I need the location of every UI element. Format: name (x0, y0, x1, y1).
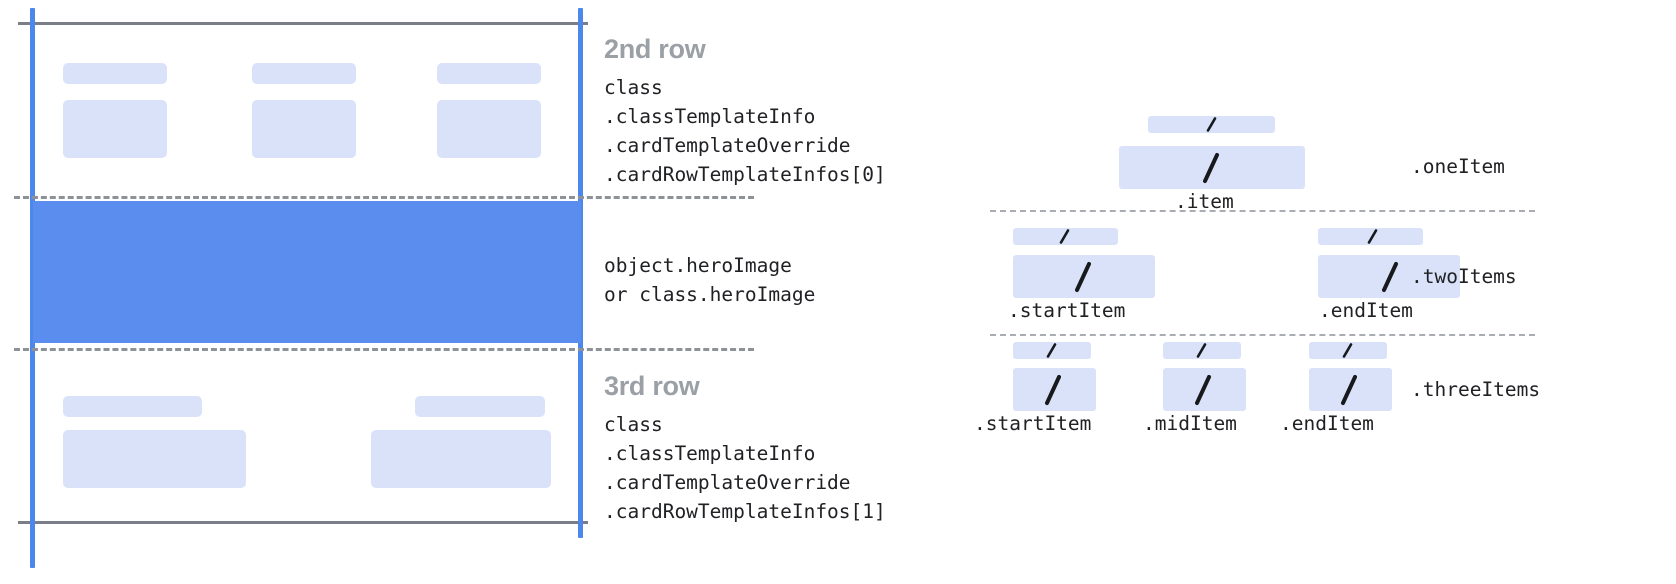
three-items-mid-label: .midItem (1143, 412, 1237, 435)
slash-mark-icon (1013, 342, 1091, 359)
second-row-heading: 2nd row (604, 34, 706, 64)
second-row-cell3-title-placeholder (437, 63, 541, 84)
second-row-code-path: class .classTemplateInfo .cardTemplateOv… (604, 76, 886, 186)
card-top-boundary-line (18, 22, 588, 25)
third-row-cell2-body-placeholder (371, 430, 551, 488)
third-row-code-path: class .classTemplateInfo .cardTemplateOv… (604, 413, 886, 523)
two-items-start-body-box (1013, 255, 1155, 298)
second-row-cell1-body-placeholder (63, 100, 167, 158)
two-items-start-label: .startItem (1008, 299, 1126, 322)
two-items-end-body-box (1318, 255, 1460, 298)
three-items-start-body-box (1013, 368, 1096, 411)
second-row-cell2-title-placeholder (252, 63, 356, 84)
two-items-end-label: .endItem (1319, 299, 1413, 322)
two-items-group-label: .twoItems (1411, 265, 1517, 288)
slash-mark-icon (1318, 255, 1460, 298)
three-items-start-label: .startItem (974, 412, 1092, 435)
slash-mark-icon (1318, 228, 1423, 245)
three-items-mid-body-box (1163, 368, 1246, 411)
second-row-cell2-body-placeholder (252, 100, 356, 158)
three-items-mid-title-box (1163, 342, 1241, 359)
hero-image-code-path: object.heroImage or class.heroImage (604, 254, 816, 306)
item-group-separator-lower (990, 334, 1535, 336)
slash-mark-icon (1163, 342, 1241, 359)
two-items-start-title-box (1013, 228, 1118, 245)
second-row-cell3-body-placeholder (437, 100, 541, 158)
one-item-title-box (1148, 116, 1275, 133)
three-items-group-label: .threeItems (1411, 378, 1541, 401)
one-item-group-label: .oneItem (1411, 155, 1505, 178)
card-bottom-boundary-line (18, 521, 588, 524)
three-items-end-body-box (1309, 368, 1392, 411)
slash-mark-icon (1148, 116, 1275, 133)
slash-mark-icon (1119, 146, 1305, 189)
row-separator-lower (14, 348, 754, 351)
three-items-end-title-box (1309, 342, 1387, 359)
card-left-edge-guide (30, 8, 35, 568)
three-items-start-title-box (1013, 342, 1091, 359)
third-row-cell1-body-placeholder (63, 430, 246, 488)
third-row-heading: 3rd row (604, 371, 700, 401)
slash-mark-icon (1309, 342, 1387, 359)
three-items-end-label: .endItem (1280, 412, 1374, 435)
one-item-cell-label: .item (1175, 190, 1234, 213)
item-layout-diagram: .item .oneItem .startItem (974, 0, 1676, 584)
card-template-diagram (0, 0, 754, 584)
slash-mark-icon (1013, 228, 1118, 245)
slash-mark-icon (1163, 368, 1246, 411)
slash-mark-icon (1013, 255, 1155, 298)
slash-mark-icon (1309, 368, 1392, 411)
second-row-cell1-title-placeholder (63, 63, 167, 84)
third-row-cell2-title-placeholder (415, 396, 545, 417)
third-row-cell1-title-placeholder (63, 396, 202, 417)
two-items-end-title-box (1318, 228, 1423, 245)
slash-mark-icon (1013, 368, 1096, 411)
item-group-separator-upper (990, 210, 1535, 212)
hero-image-band (33, 201, 581, 343)
row-separator-upper (14, 196, 754, 199)
one-item-body-box (1119, 146, 1305, 189)
